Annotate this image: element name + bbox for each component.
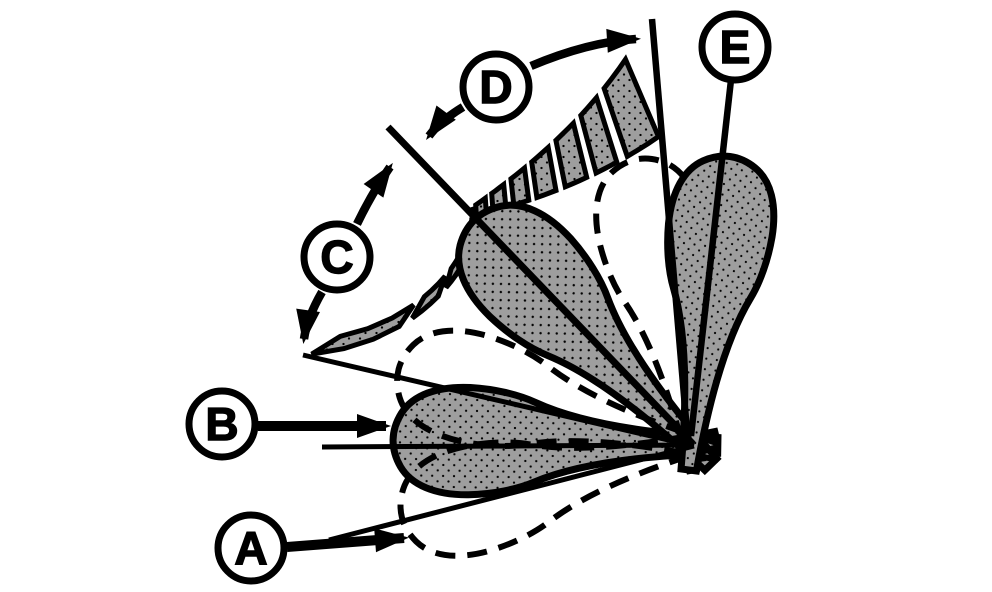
line-vertical-position: [648, 18, 692, 444]
label-circle-a: [214, 511, 288, 585]
label-circle-d: [459, 50, 533, 124]
lever-upper-mid-dashed-outline: [385, 316, 731, 504]
line-b-position: [321, 442, 695, 450]
detent-band-d-segment-6: [601, 54, 662, 161]
detent-band-d-segment-4: [553, 118, 590, 191]
detent-band-d-segment-2: [508, 163, 532, 209]
line-band-lower-edge: [302, 352, 695, 449]
detent-band-d-segment-3: [529, 142, 559, 201]
line-e-leader: [687, 79, 735, 437]
diagram-root: A B C D E: [185, 10, 782, 585]
lever-upper-mid-dashed: [385, 316, 731, 504]
label-letter-e: E: [720, 21, 751, 73]
detent-band-d-segment-5: [578, 92, 620, 177]
label-circle-c: [300, 220, 374, 294]
detent-band-c-segment-1: [410, 274, 448, 321]
line-a-position: [328, 443, 695, 543]
arrow-c-lower: [296, 289, 326, 344]
label-circle-b: [185, 387, 259, 461]
label-letter-c: C: [320, 231, 353, 283]
arrow-d-upper: [529, 28, 641, 70]
label-letter-a: A: [234, 522, 267, 574]
line-mid-position: [385, 124, 696, 447]
label-letter-d: D: [479, 61, 512, 113]
arrow-d-lower: [425, 103, 466, 141]
arrow-c-upper: [353, 162, 394, 226]
arrow-a-callout: [286, 528, 409, 553]
detent-band-c-segment-0: [310, 302, 416, 357]
label-letter-b: B: [205, 398, 238, 450]
label-circle-e: [698, 10, 772, 84]
